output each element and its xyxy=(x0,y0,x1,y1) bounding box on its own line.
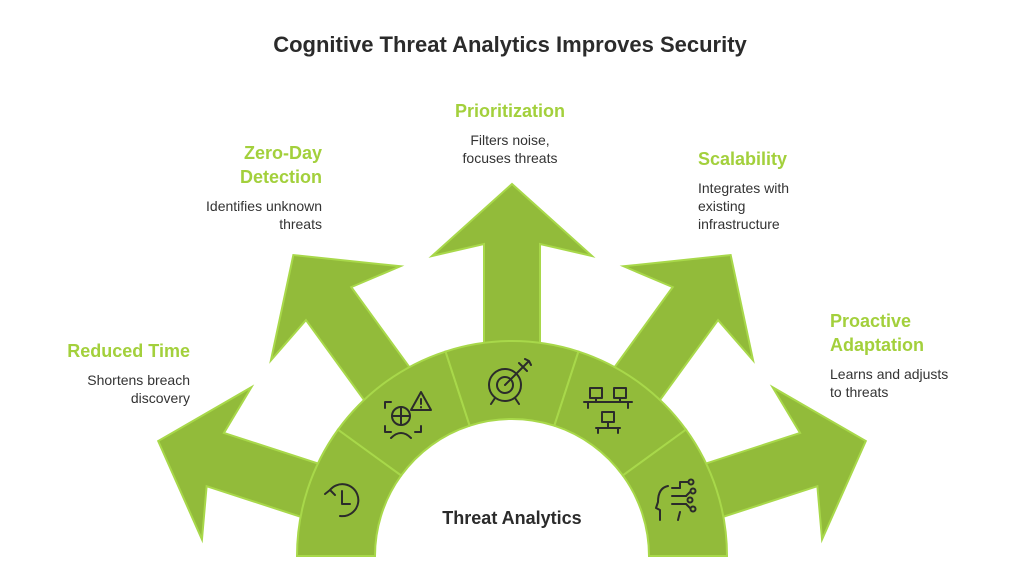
heading-line: Zero-Day xyxy=(243,143,322,163)
face-scan-warning-icon xyxy=(384,391,432,439)
desc-line: discovery xyxy=(130,390,190,406)
item-description: Learns and adjusts to threats xyxy=(830,365,1020,401)
item-heading: Prioritization xyxy=(454,101,565,121)
item-prioritization: Prioritization Filters noise, focuses thr… xyxy=(390,99,630,167)
item-heading: Scalability xyxy=(698,149,788,169)
arch-segment xyxy=(621,428,729,557)
desc-line: infrastructure xyxy=(698,216,780,232)
item-description: Identifies unknown threats xyxy=(82,197,322,233)
item-description: Shortens breach discovery xyxy=(0,371,190,407)
desc-line: Shortens breach xyxy=(87,372,190,388)
desc-line: Identifies unknown xyxy=(206,198,322,214)
item-description: Integrates with existing infrastructure xyxy=(698,179,938,233)
item-heading: Reduced Time xyxy=(67,341,190,361)
heading-line: Adaptation xyxy=(830,335,924,355)
desc-line: to threats xyxy=(830,384,889,400)
item-scalability: Scalability Integrates with existing infra… xyxy=(698,147,938,233)
network-computers-icon xyxy=(583,387,633,434)
clock-rewind-icon xyxy=(324,483,360,518)
item-description: Filters noise, focuses threats xyxy=(390,131,630,167)
item-reduced-time: Reduced Time Shortens breach discovery xyxy=(0,339,190,407)
desc-line: existing xyxy=(698,198,746,214)
desc-line: Filters noise, xyxy=(470,132,550,148)
center-label: Threat Analytics xyxy=(442,508,582,528)
desc-line: focuses threats xyxy=(462,150,558,166)
desc-line: Learns and adjusts xyxy=(830,366,949,382)
heading-line: Detection xyxy=(239,167,322,187)
target-icon xyxy=(488,358,532,405)
ai-head-icon xyxy=(655,478,697,521)
diagram-title: Cognitive Threat Analytics Improves Secu… xyxy=(273,32,747,57)
desc-line: threats xyxy=(279,216,322,232)
desc-line: Integrates with xyxy=(698,180,790,196)
heading-line: Proactive xyxy=(830,311,912,331)
